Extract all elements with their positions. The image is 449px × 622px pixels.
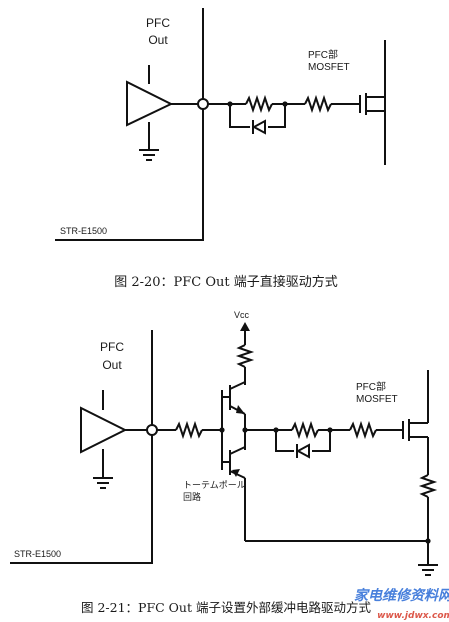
- gate-resistor-2: [349, 420, 377, 440]
- totem-label-a: トーテムポール: [183, 480, 246, 490]
- pfc-out-terminal-1: [197, 98, 209, 110]
- input-resistor-2: [175, 420, 203, 440]
- diode-branch-left-1: [229, 104, 250, 128]
- pfc-out-label-1a: PFC: [146, 16, 170, 30]
- ic-label-2: STR-E1500: [14, 549, 61, 559]
- site-watermark: 家电维修资料网 www.jdwx.com: [354, 587, 449, 621]
- vcc-arrow: [240, 322, 250, 345]
- pfc-out-label-2a: PFC: [100, 340, 124, 354]
- totem-label-b: 回路: [183, 491, 201, 502]
- buffer-amplifier-2: [80, 406, 128, 454]
- diode-branch-right-2: [312, 430, 331, 452]
- figure-1-direct-drive: STR-E1500 PFC Out: [55, 8, 386, 290]
- mosfet-2: [402, 370, 429, 475]
- diode-2: [295, 443, 310, 459]
- sense-resistor: [418, 474, 438, 498]
- ic-boundary-1: [55, 8, 204, 241]
- mosfet-label-2b: MOSFET: [356, 394, 398, 405]
- ic-boundary-2: [10, 330, 153, 564]
- mosfet-1: [359, 40, 386, 165]
- gate-resistor-1: [304, 94, 332, 114]
- ground-symbol-2: [93, 477, 113, 489]
- ic-label-1: STR-E1500: [60, 226, 107, 236]
- pfc-out-label-2b: Out: [102, 358, 122, 372]
- pfc-out-terminal-2: [146, 424, 158, 436]
- junction-2e: [425, 538, 431, 544]
- resistor-2: [291, 420, 319, 440]
- diode-branch-right-1: [268, 104, 286, 128]
- mosfet-label-2a: PFC部: [356, 380, 386, 393]
- pnp-transistor: [222, 446, 246, 479]
- resistor-1: [245, 94, 273, 114]
- vcc-label: Vcc: [234, 310, 250, 320]
- buffer-amplifier-1: [126, 80, 174, 127]
- watermark-line-2: www.jdwx.com: [377, 611, 449, 621]
- pfc-out-label-1b: Out: [148, 33, 168, 47]
- ground-symbol-1: [139, 149, 159, 161]
- caption-figure-2: 图 2-21：PFC Out 端子设置外部缓冲电路驱动方式: [81, 600, 371, 615]
- collector-resistor: [235, 344, 255, 368]
- npn-transistor: [222, 381, 246, 415]
- caption-figure-1: 图 2-20：PFC Out 端子直接驱动方式: [114, 274, 338, 290]
- watermark-line-1: 家电维修资料网: [354, 587, 449, 604]
- figure-2-buffer-drive: STR-E1500 PFC Out Vcc: [10, 310, 438, 615]
- diode-1: [251, 119, 266, 135]
- diode-branch-left-2: [275, 430, 294, 452]
- mosfet-label-1b: MOSFET: [308, 62, 350, 73]
- mosfet-label-1a: PFC部: [308, 48, 338, 61]
- ground-symbol-3: [418, 564, 438, 576]
